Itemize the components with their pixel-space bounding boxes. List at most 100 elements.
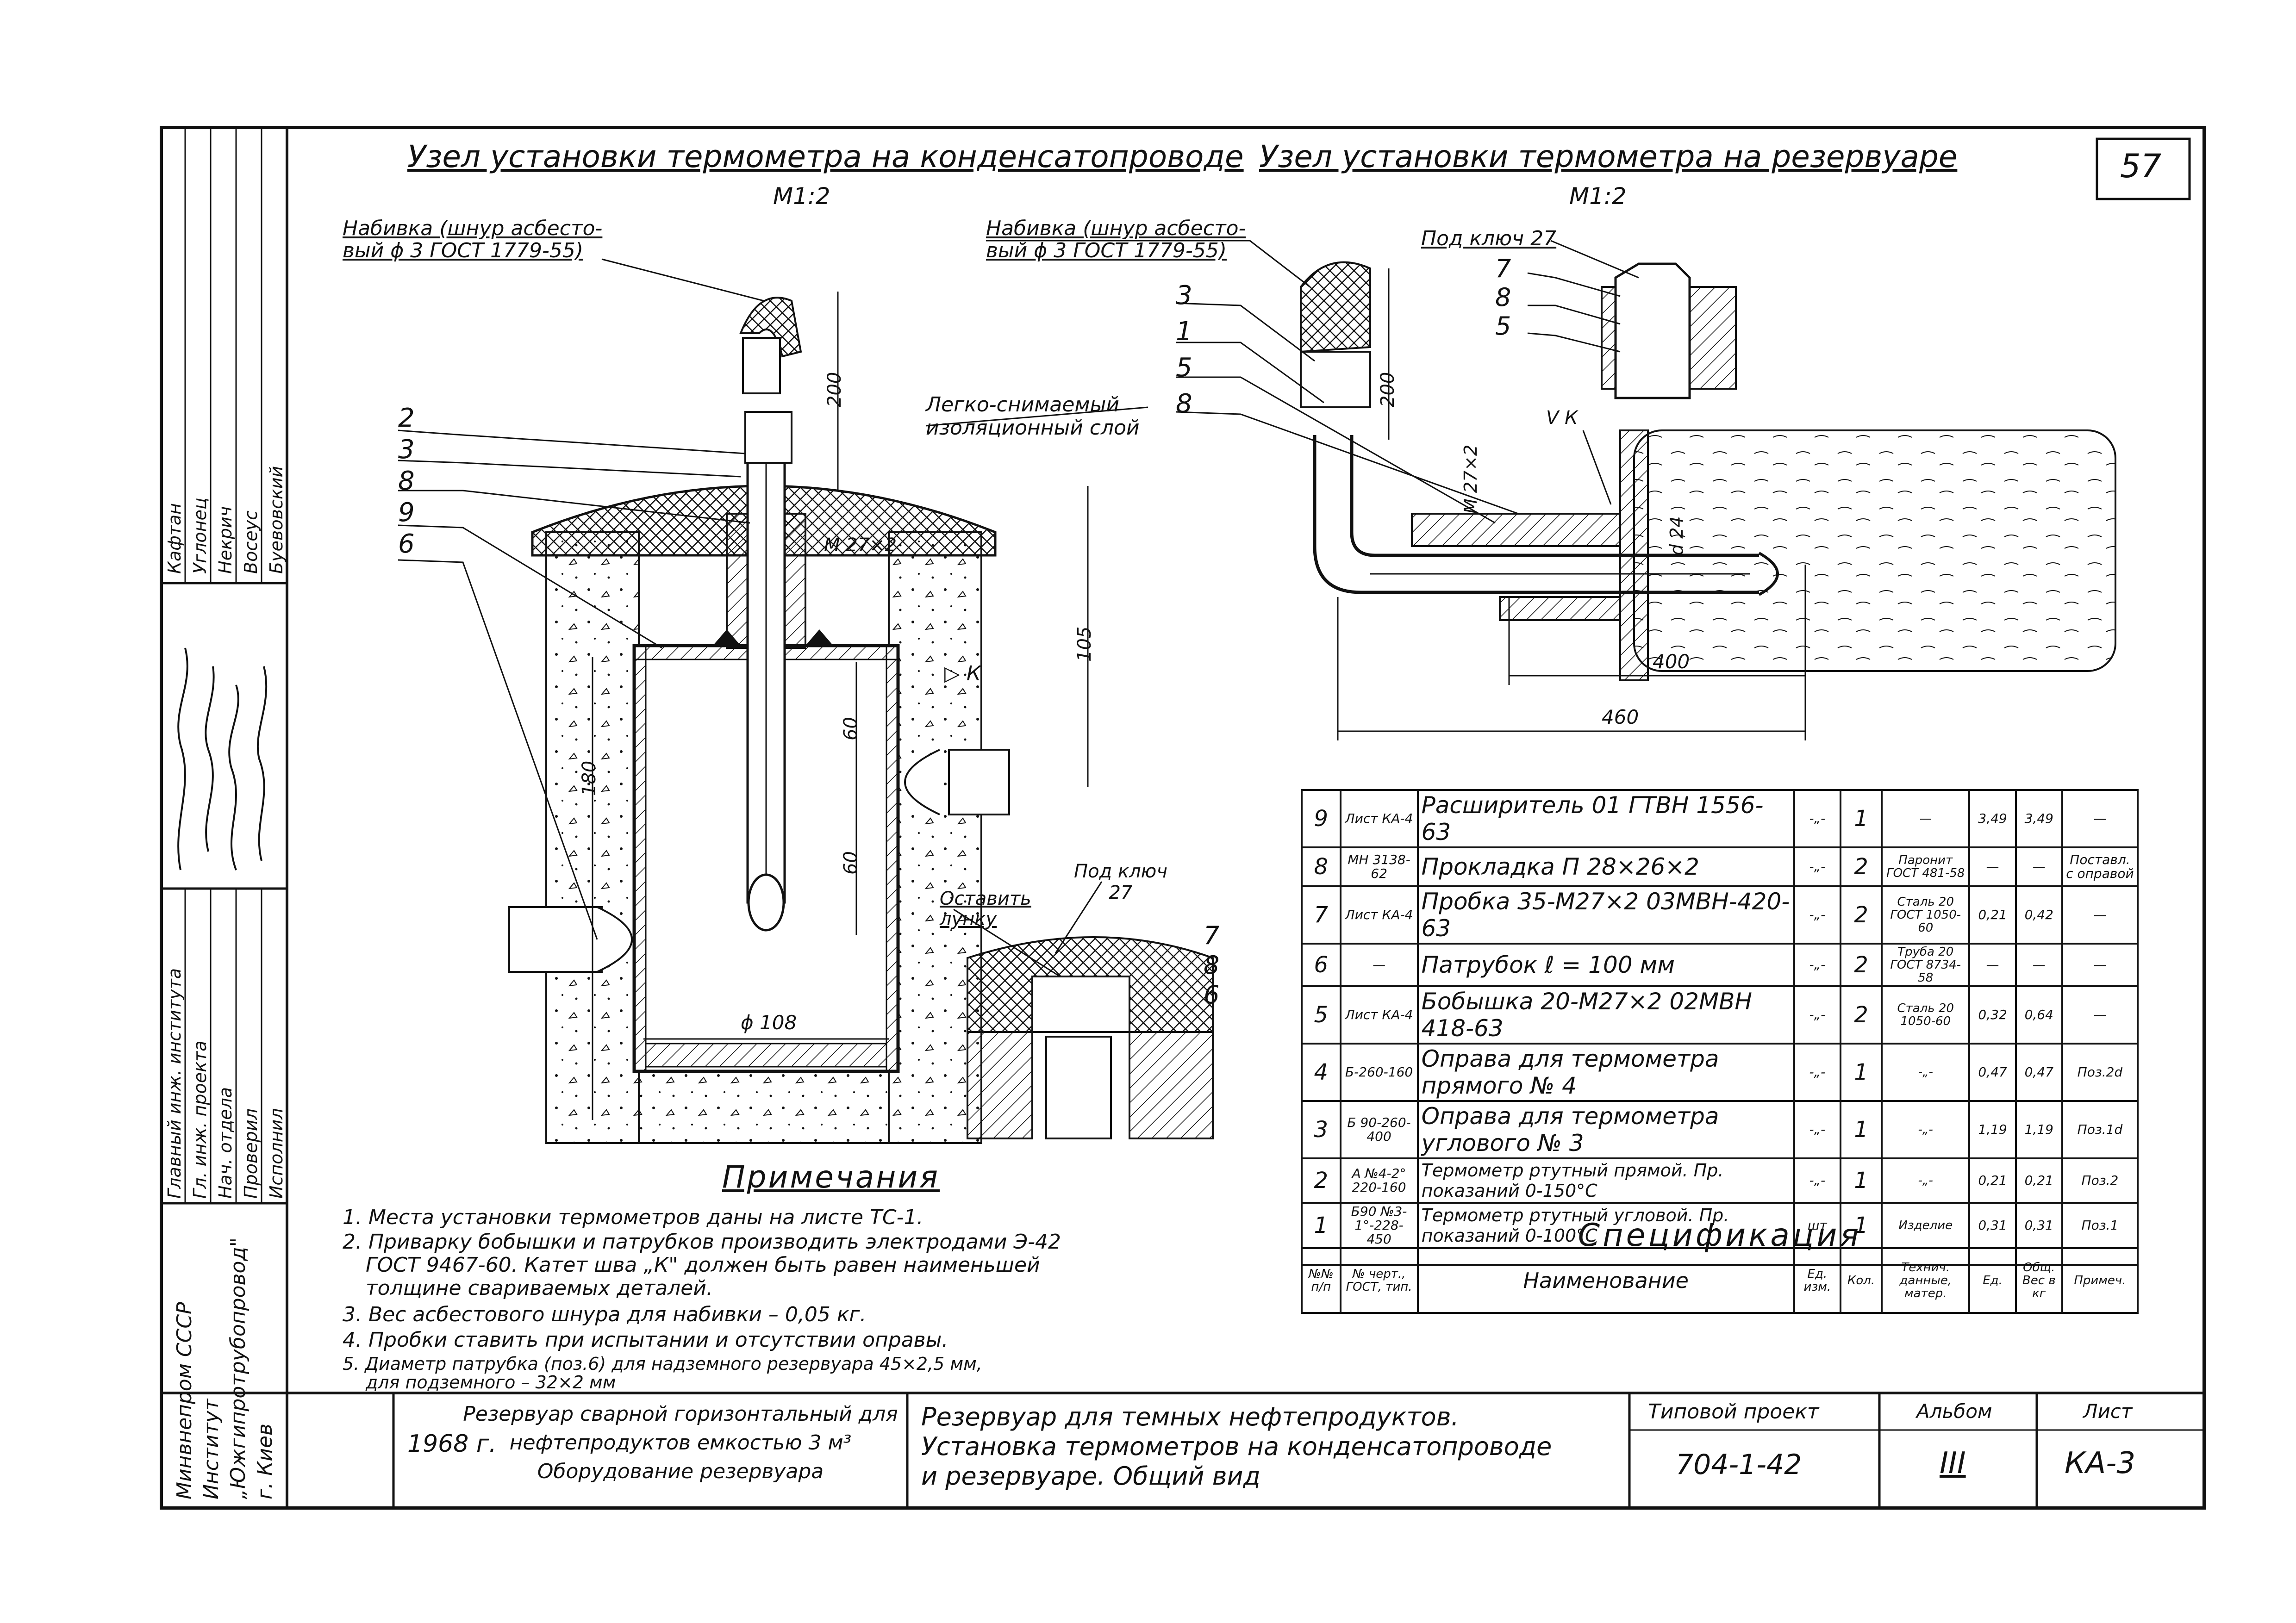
right-view-scale: М1:2 <box>1569 183 1627 210</box>
dim-400: 400 <box>1653 650 1690 673</box>
left-callouts: 2 3 8 9 6 <box>398 403 415 560</box>
dim-180: 180 <box>579 760 600 796</box>
detail-leave-note: Оставить лунку <box>940 888 1031 930</box>
dim-60b: 60 <box>840 851 861 875</box>
note-5: 5. Диаметр патрубка (поз.6) для надземно… <box>343 1354 982 1374</box>
spec-cell-note: Поставл. с оправой <box>2061 846 2139 887</box>
right-view-title: Узел установки термометра на резервуаре <box>1259 139 1958 174</box>
spec-cell-w2: 0,47 <box>2015 1043 2063 1102</box>
spec-cell-w1: 0,21 <box>1968 885 2017 945</box>
spec-cell-w1: — <box>1968 846 2017 887</box>
right-callouts-left: 3 1 5 8 <box>1176 280 1192 419</box>
spec-cell-note: Поз.2 <box>2061 1157 2139 1204</box>
callout-3: 3 <box>398 435 415 465</box>
year: 1968 г. <box>407 1430 497 1458</box>
spec-cell-pos: 9 <box>1301 789 1341 848</box>
spec-cell-doc: Б90 №3-1°-228-450 <box>1339 1202 1419 1249</box>
spec-cell-w2: — <box>2015 846 2063 887</box>
spec-cell-name: Патрубок ℓ = 100 мм <box>1416 943 1795 987</box>
left-view-title: Узел установки термометра на конденсатоп… <box>407 139 1244 174</box>
spec-cell-qty: 2 <box>1839 985 1883 1045</box>
spec-cell-doc: Лист КА-4 <box>1339 985 1419 1045</box>
spec-cell-note: Поз.1d <box>2061 1100 2139 1159</box>
spec-cell-material: Сталь 20 ГОСТ 1050-60 <box>1881 885 1971 945</box>
album-number: III <box>1940 1446 1966 1480</box>
spec-cell-note: — <box>2061 985 2139 1045</box>
callout-8: 8 <box>398 466 415 496</box>
spec-cell-material: Сталь 20 1050-60 <box>1881 985 1971 1045</box>
spec-cell-w2: 0,21 <box>2015 1157 2063 1204</box>
spec-cell-pos: 6 <box>1301 943 1341 987</box>
note-4: 4. Пробки ставить при испытании и отсутс… <box>343 1328 948 1352</box>
spec-cell-qty: 1 <box>1839 1100 1883 1159</box>
drawing-title: Резервуар для темных нефтепродуктов. Уст… <box>921 1402 1552 1491</box>
spec-cell-w1: 0,32 <box>1968 985 2017 1045</box>
spec-cell-material: Изделие <box>1881 1202 1971 1249</box>
spec-cell-doc: А №4-2° 220-160 <box>1339 1157 1419 1204</box>
spec-cell-qty: 1 <box>1839 1202 1883 1249</box>
spec-cell-w2: 0,42 <box>2015 885 2063 945</box>
spec-cell-name: Термометр ртутный прямой. Пр. показаний … <box>1416 1157 1795 1204</box>
insulation-note: Легко-снимаемый изоляционный слой <box>926 393 1140 440</box>
spec-cell-material: — <box>1881 789 1971 848</box>
weld-left: ▷ К <box>944 662 981 685</box>
spec-cell-unit: -„- <box>1793 1157 1841 1204</box>
note-1: 1. Места установки термометров даны на л… <box>343 1206 923 1229</box>
spec-cell-pos: 2 <box>1301 1157 1341 1204</box>
spec-cell-doc: Лист КА-4 <box>1339 789 1419 848</box>
project-number: 704-1-42 <box>1676 1449 1802 1481</box>
spec-cell-w1: 0,31 <box>1968 1202 2017 1249</box>
thread-left: M 27×2 <box>824 535 897 556</box>
handwritten-signatures <box>177 647 268 871</box>
spec-cell-pos: 5 <box>1301 985 1341 1045</box>
spec-cell-qty: 2 <box>1839 943 1883 987</box>
note-2b: ГОСТ 9467-60. Катет шва „К" должен быть … <box>366 1253 1040 1277</box>
weld-right: V К <box>1546 407 1578 429</box>
dim-200-left: 200 <box>824 372 845 407</box>
spec-cell-name: Прокладка П 28×26×2 <box>1416 846 1795 887</box>
callout-2: 2 <box>398 403 415 433</box>
spec-cell-doc: — <box>1339 943 1419 987</box>
spec-cell-name: Бобышка 20-М27×2 02МВН 418-63 <box>1416 985 1795 1045</box>
detail-callouts: 7 8 6 <box>1204 921 1220 1009</box>
spec-cell-unit: -„- <box>1793 985 1841 1045</box>
dim-60a: 60 <box>840 717 861 740</box>
drawing-frame <box>160 126 2206 1510</box>
detail-key-note: Под ключ 27 <box>1074 861 1167 903</box>
note-5b: для подземного – 32×2 мм <box>366 1372 616 1393</box>
spec-cell-name: Оправа для термометра углового № 3 <box>1416 1100 1795 1159</box>
spec-cell-name: Термометр ртутный угловой. Пр. показаний… <box>1416 1202 1795 1249</box>
spec-cell-qty: 2 <box>1839 885 1883 945</box>
spec-cell-pos: 4 <box>1301 1043 1341 1102</box>
signature-roles: Главный инж. института Гл. инж. проекта … <box>164 968 287 1199</box>
right-key-note: Под ключ 27 <box>1421 227 1557 250</box>
callout-6: 6 <box>398 529 415 559</box>
spec-header: №№ п/п № черт., ГОСТ, тип. Наименование … <box>1301 1247 2139 1314</box>
spec-cell-w1: 0,47 <box>1968 1043 2017 1102</box>
spec-cell-w2: 0,31 <box>2015 1202 2063 1249</box>
spec-cell-doc: Лист КА-4 <box>1339 885 1419 945</box>
thread-right: M 27×2 <box>1460 444 1481 514</box>
right-packing-note: Набивка (шнур асбесто- вый ϕ 3 ГОСТ 1779… <box>986 217 1246 262</box>
spec-cell-qty: 2 <box>1839 846 1883 887</box>
dim-105: 105 <box>1074 626 1095 662</box>
spec-cell-pos: 7 <box>1301 885 1341 945</box>
spec-cell-name: Пробка 35-М27×2 03МВН-420-63 <box>1416 885 1795 945</box>
spec-cell-unit: -„- <box>1793 885 1841 945</box>
spec-cell-w1: 0,21 <box>1968 1157 2017 1204</box>
spec-cell-w2: 0,64 <box>2015 985 2063 1045</box>
spec-cell-qty: 1 <box>1839 1157 1883 1204</box>
spec-cell-note: — <box>2061 789 2139 848</box>
spec-cell-pos: 3 <box>1301 1100 1341 1159</box>
spec-cell-qty: 1 <box>1839 1043 1883 1102</box>
spec-cell-qty: 1 <box>1839 789 1883 848</box>
spec-cell-name: Расширитель 01 ГТВН 1556-63 <box>1416 789 1795 848</box>
sheet-label: Лист <box>2083 1400 2133 1423</box>
spec-cell-unit: -„- <box>1793 1100 1841 1159</box>
